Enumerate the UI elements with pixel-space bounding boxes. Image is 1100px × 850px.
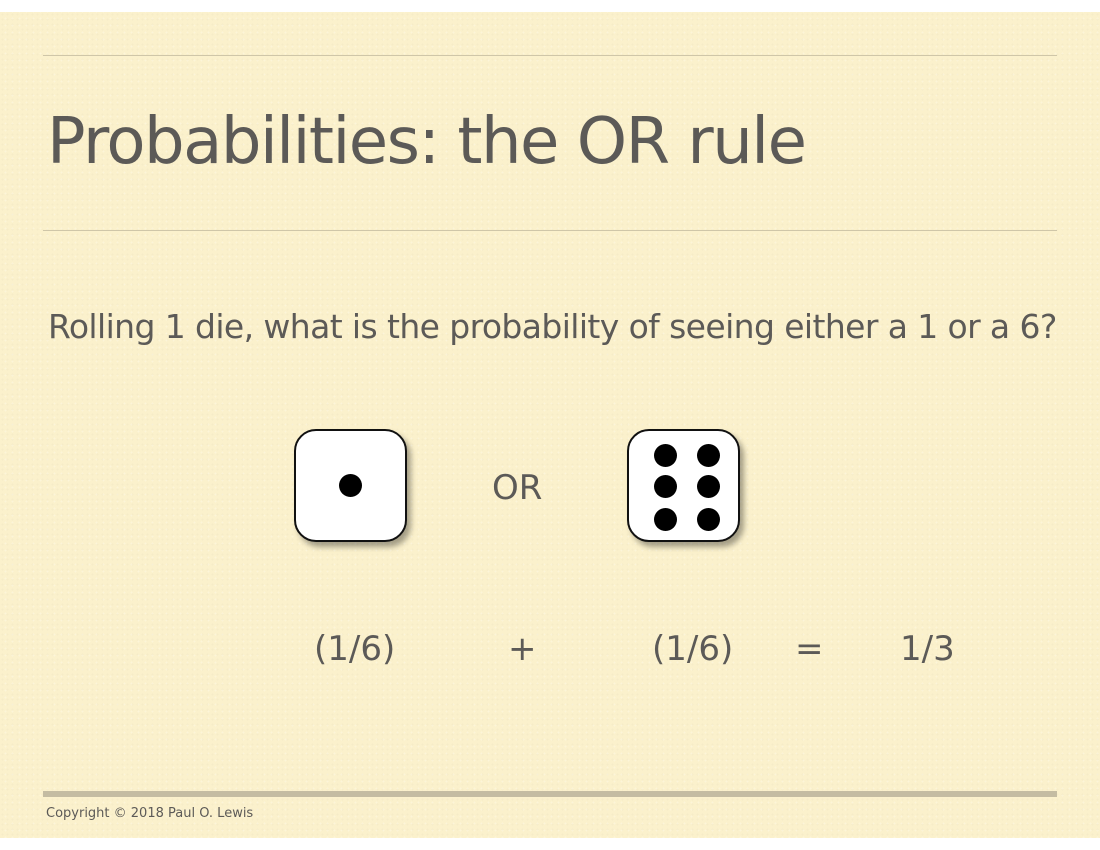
die-pip <box>697 475 720 498</box>
top-divider <box>43 55 1057 56</box>
bottom-divider <box>43 791 1057 797</box>
or-label: OR <box>492 468 543 508</box>
question-text: Rolling 1 die, what is the probability o… <box>48 307 1057 346</box>
slide-title: Probabilities: the OR rule <box>47 105 807 179</box>
die-pip <box>654 508 677 531</box>
title-divider <box>43 230 1057 231</box>
die-pip <box>339 474 362 497</box>
equation-term-one: (1/6) <box>314 629 396 669</box>
die-pip <box>654 475 677 498</box>
die-pip <box>654 444 677 467</box>
copyright-notice: Copyright © 2018 Paul O. Lewis <box>46 806 254 821</box>
equation-term-two: (1/6) <box>652 629 734 669</box>
die-pip <box>697 508 720 531</box>
slide: Probabilities: the OR rule Rolling 1 die… <box>0 12 1100 838</box>
equation-plus-sign: + <box>508 629 537 669</box>
equation-result: 1/3 <box>900 629 955 669</box>
die-pip <box>697 444 720 467</box>
die-face-one-icon <box>294 429 407 542</box>
die-face-six-icon <box>627 429 740 542</box>
equation-equals-sign: = <box>795 629 824 669</box>
